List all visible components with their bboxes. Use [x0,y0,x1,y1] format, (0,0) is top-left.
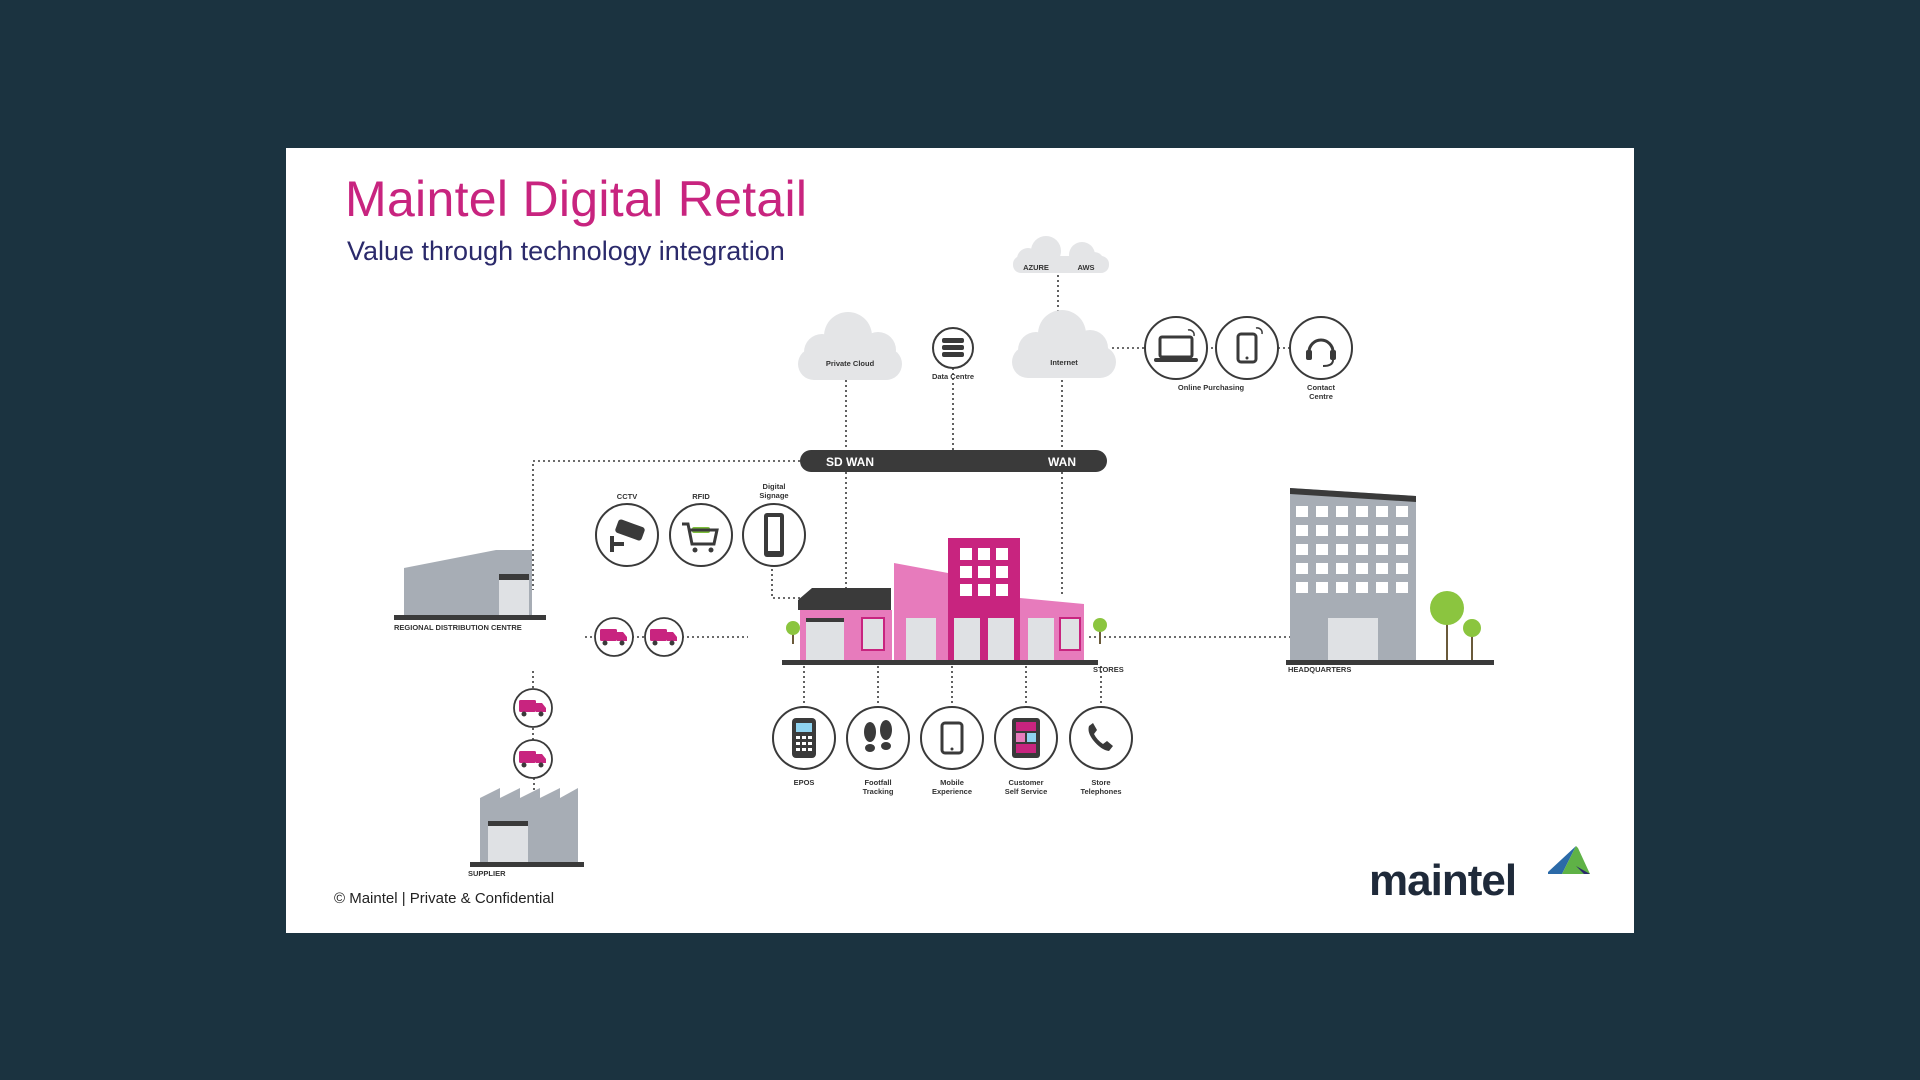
azure-aws-cloud: AZURE AWS [1013,236,1109,273]
self-service-label-2: Self Service [1005,787,1048,796]
slide: Maintel Digital Retail Value through tec… [286,148,1634,933]
footer-text: © Maintel | Private & Confidential [334,890,555,907]
footprints-icon [846,706,910,770]
digital-signage-icon [742,503,806,567]
distribution-centre-label: REGIONAL DISTRIBUTION CENTRE [394,623,522,632]
epos-terminal-icon [772,706,836,770]
truck-icon [513,739,553,779]
mobile-label-2: Experience [932,787,972,796]
mobile-phone-icon [920,706,984,770]
distribution-centre: REGIONAL DISTRIBUTION CENTRE [394,550,546,632]
private-cloud-label: Private Cloud [826,359,875,368]
online-channels: Online Purchasing Contact Centre [1144,316,1353,401]
truck-icon [594,617,634,657]
digital-signage-label-2: Signage [759,491,788,500]
headquarters-label: HEADQUARTERS [1288,665,1351,674]
cctv-label: CCTV [617,492,637,501]
supplier-factory: SUPPLIER [468,788,584,878]
telephones-label-2: Telephones [1080,787,1121,796]
footfall-label-2: Tracking [863,787,894,796]
data-centre: Data Centre [932,327,974,381]
stores-label: STORES [1093,665,1124,674]
online-purchasing-label: Online Purchasing [1178,383,1245,392]
footfall-label-1: Footfall [864,778,891,787]
laptop-icon [1144,316,1208,380]
database-icon [932,327,974,369]
telephones-label-1: Store [1091,778,1110,787]
stores-building: STORES [782,538,1124,674]
store-service-icons: EPOS Footfall Tracking Mobile Experience… [772,706,1133,796]
truck-icon [513,688,553,728]
epos-label: EPOS [794,778,815,787]
delivery-trucks [513,617,684,779]
internet-cloud: Internet [1012,310,1116,378]
self-service-label-1: Customer [1008,778,1043,787]
truck-icon [644,617,684,657]
slide-subtitle: Value through technology integration [347,236,785,266]
network-diagram: AZURE AWS Private Cloud Internet [394,236,1590,878]
self-service-kiosk-icon [994,706,1058,770]
azure-label: AZURE [1023,263,1049,272]
aws-label: AWS [1077,263,1094,272]
smartphone-icon [1215,316,1279,380]
internet-label: Internet [1050,358,1078,367]
digital-signage-label-1: Digital [763,482,786,491]
cctv-camera-icon [595,503,659,567]
telephone-icon [1069,706,1133,770]
contact-centre-label-2: Centre [1309,392,1333,401]
data-centre-label: Data Centre [932,372,974,381]
headquarters-building: HEADQUARTERS [1286,488,1494,674]
maintel-logo-mark [1548,846,1590,874]
rfid-label: RFID [692,492,710,501]
shopping-cart-icon [669,503,733,567]
wan-label: WAN [1048,455,1076,469]
private-cloud: Private Cloud [798,312,902,380]
mobile-label-1: Mobile [940,778,964,787]
supplier-label: SUPPLIER [468,869,506,878]
maintel-logo: maintel [1369,856,1517,905]
slide-title: Maintel Digital Retail [345,171,808,227]
headset-icon [1289,316,1353,380]
contact-centre-label-1: Contact [1307,383,1335,392]
wan-bar: SD WAN WAN [800,450,1107,472]
sd-wan-label: SD WAN [826,455,874,469]
in-store-top-icons: CCTV RFID Digital Signage [595,482,806,567]
